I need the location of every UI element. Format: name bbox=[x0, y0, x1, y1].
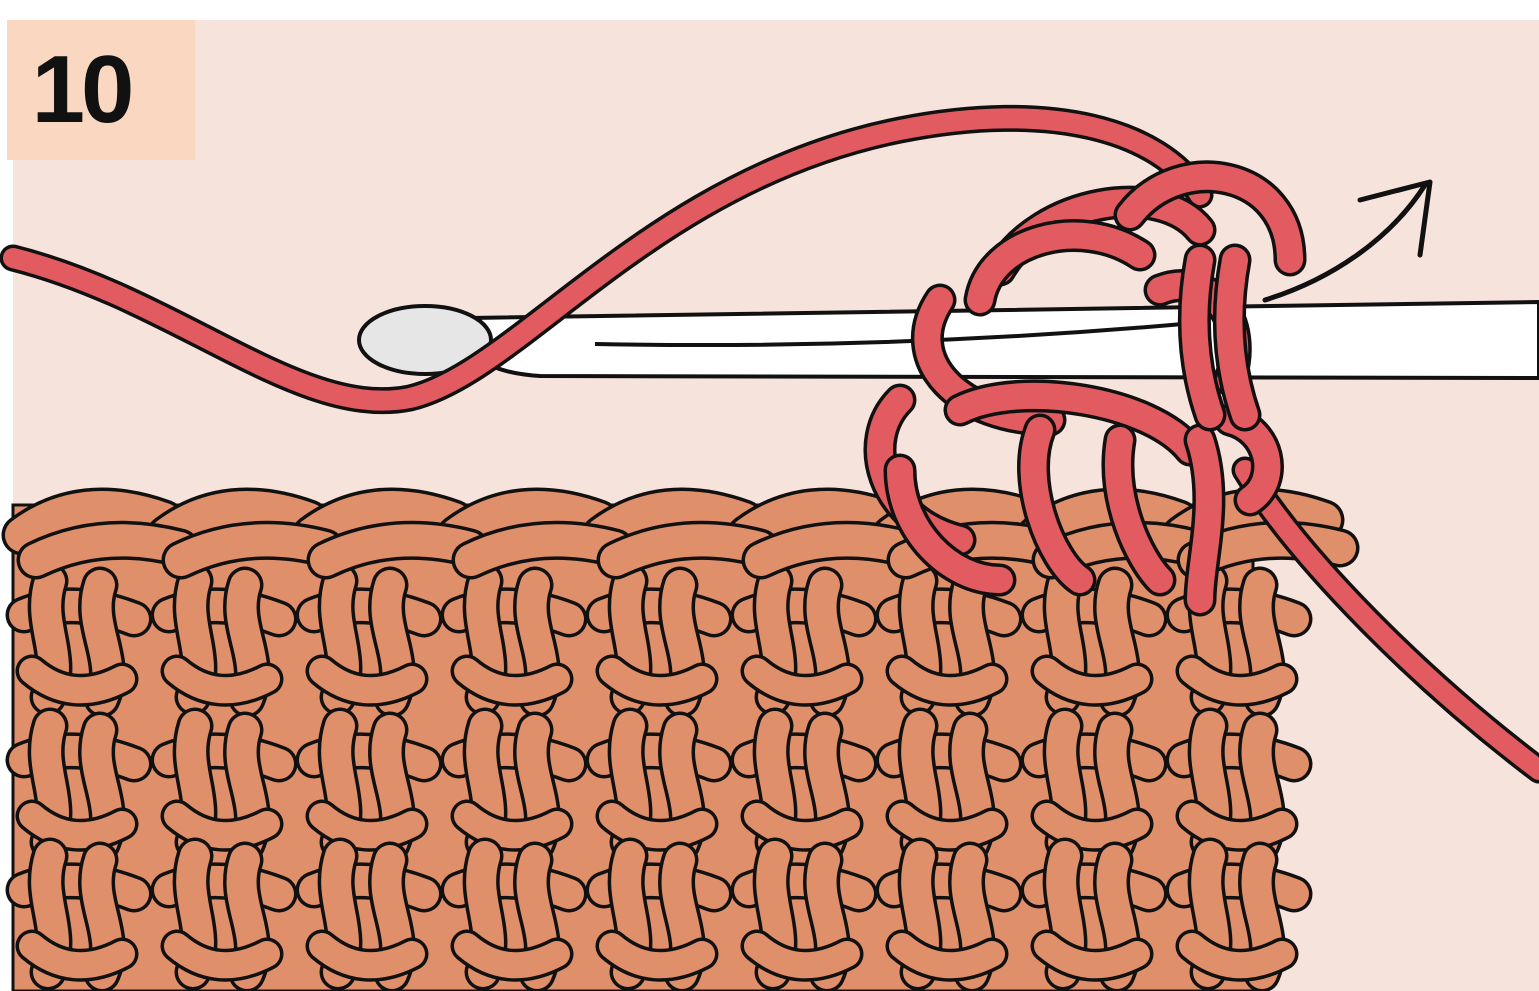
chain-loop-front bbox=[181, 540, 325, 560]
chain-loop-front bbox=[616, 540, 760, 560]
cluster-loop bbox=[1200, 440, 1209, 600]
step-badge: 10 bbox=[7, 20, 195, 160]
chain-loop-front bbox=[761, 540, 905, 560]
chain-loop-front bbox=[326, 540, 470, 560]
chain-loop-front bbox=[471, 540, 615, 560]
hook-wrap-loop bbox=[1194, 260, 1210, 415]
step-number: 10 bbox=[32, 42, 131, 138]
chain-loop-front bbox=[36, 540, 180, 560]
hook-wrap-loop bbox=[1229, 260, 1245, 415]
